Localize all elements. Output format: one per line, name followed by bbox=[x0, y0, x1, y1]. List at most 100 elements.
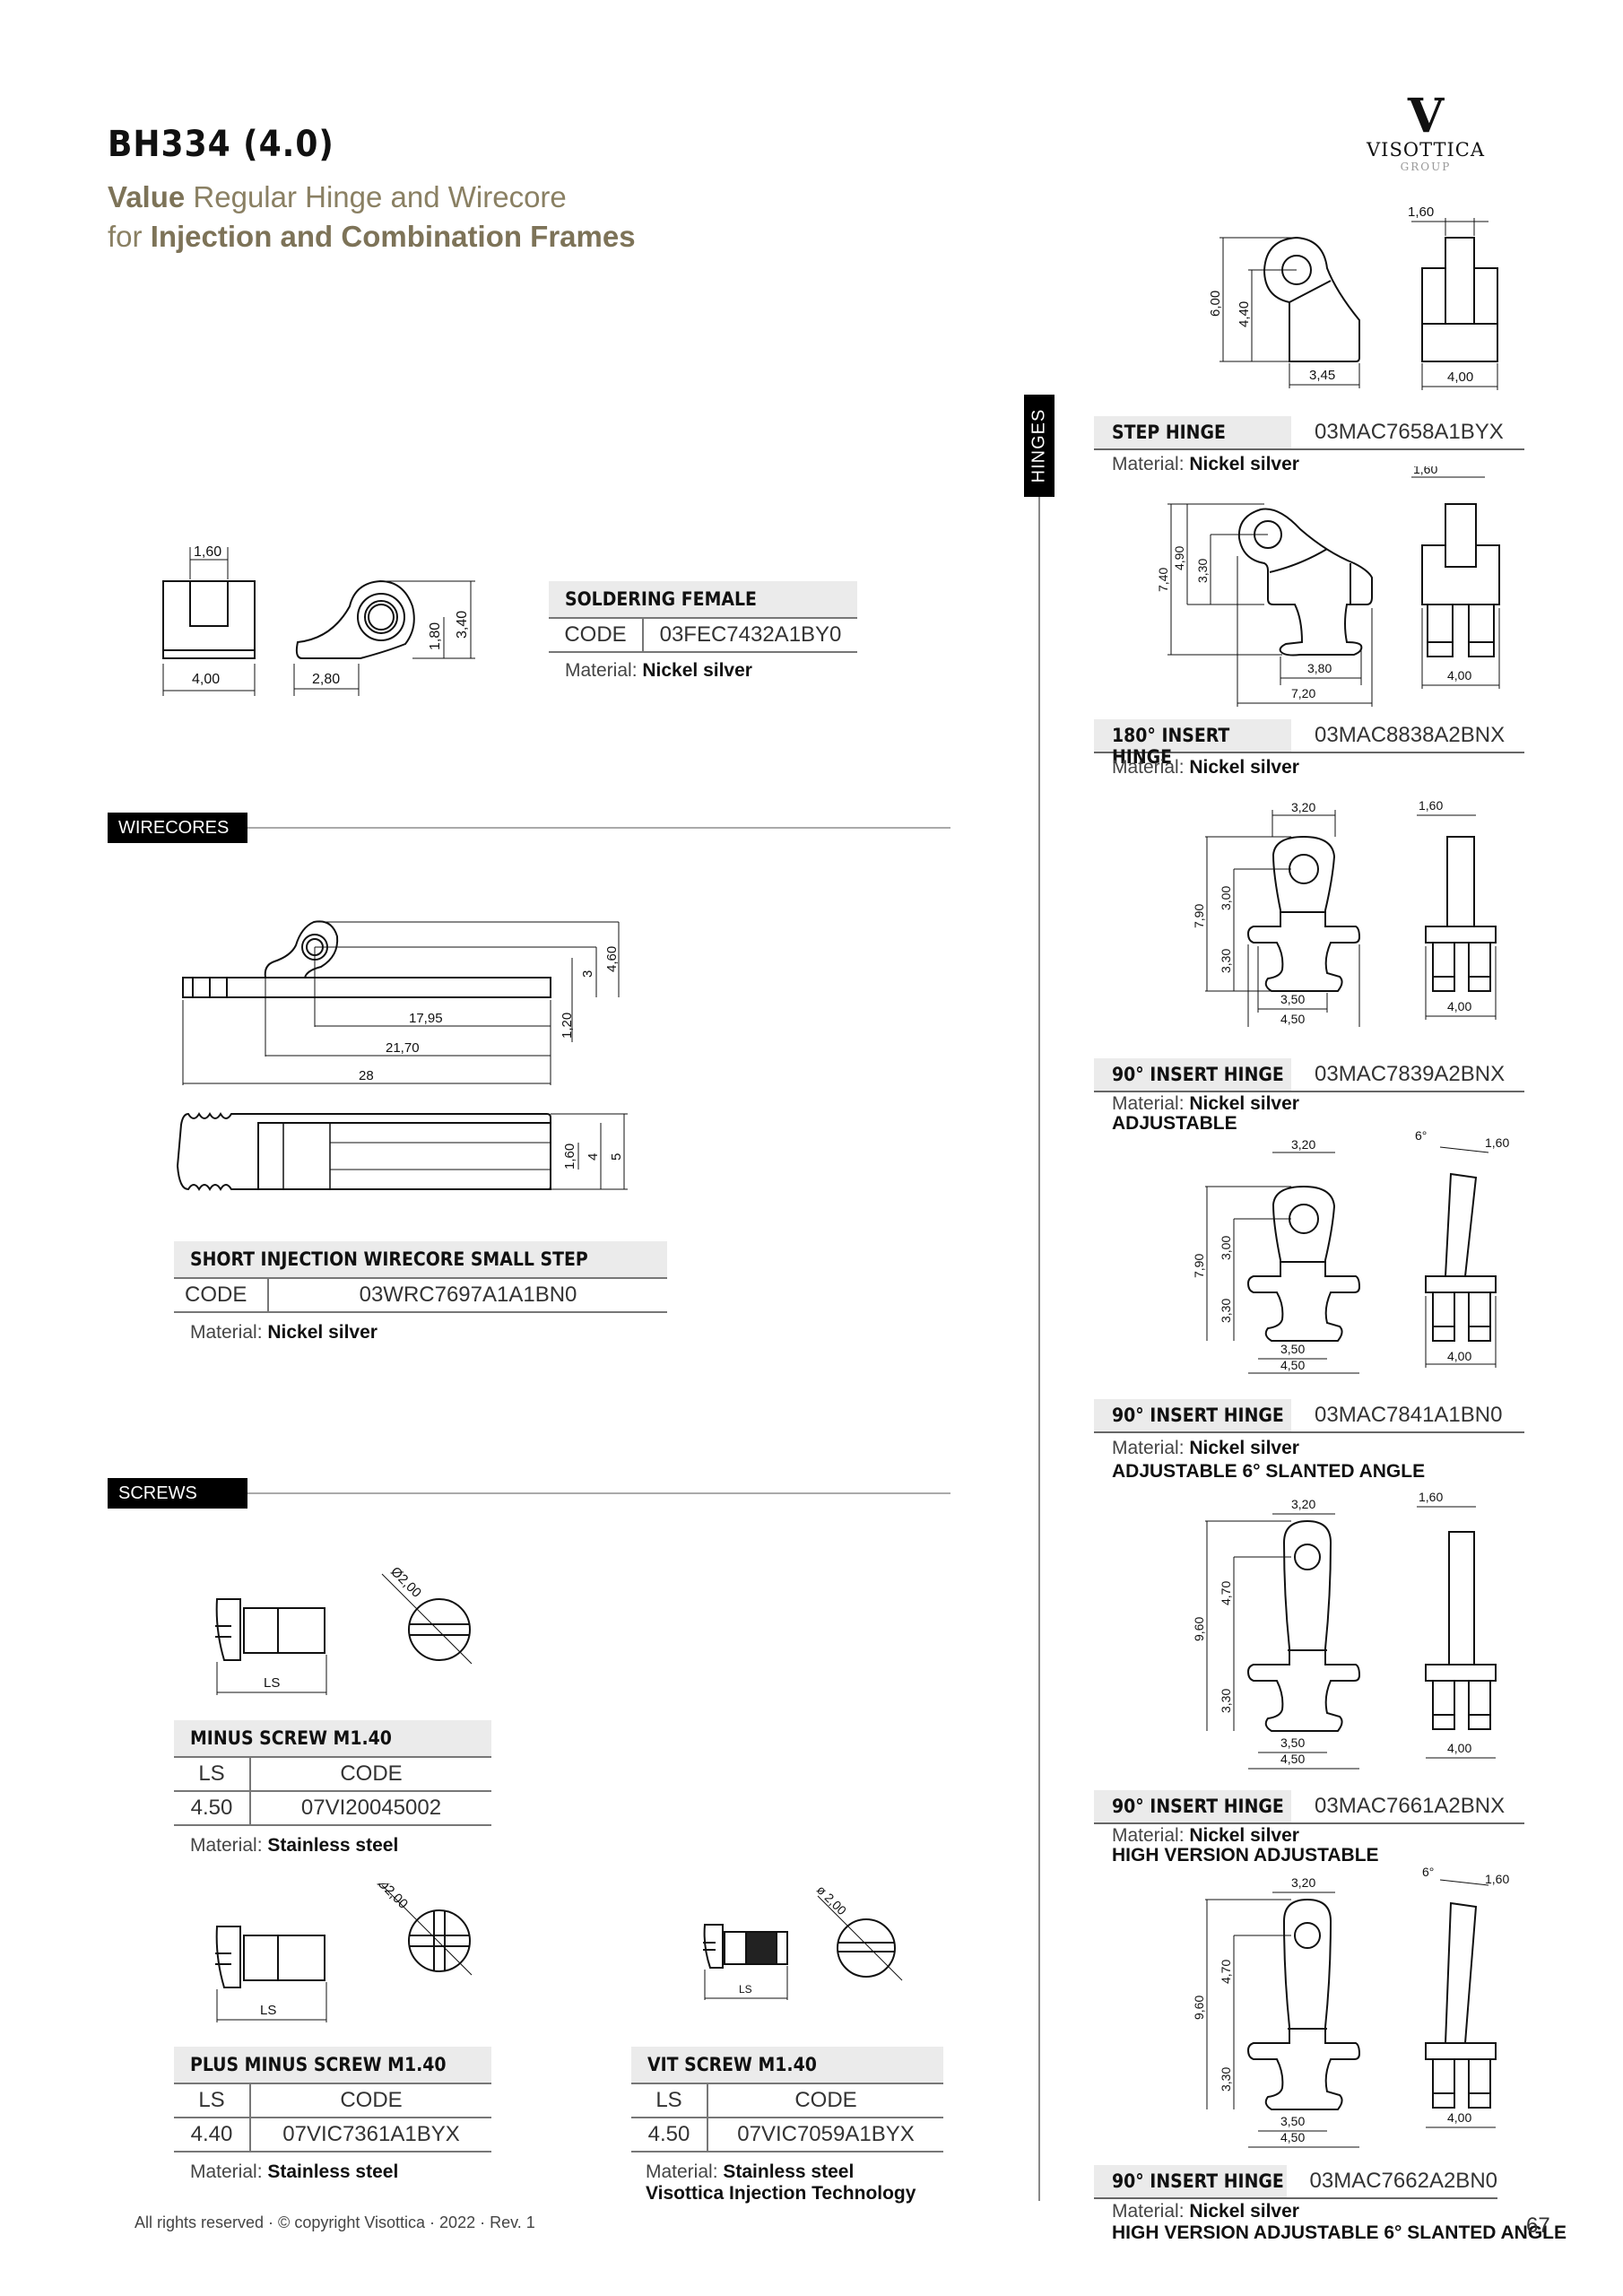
vit-screw-material: Material: Stainless steel Visottica Inje… bbox=[646, 2161, 916, 2204]
hinge-material: Material: Nickel silver ADJUSTABLE 6° SL… bbox=[1094, 1433, 1524, 1483]
page-title: BH334 (4.0) bbox=[108, 124, 334, 165]
soldering-female-name: SOLDERING FEMALE bbox=[549, 581, 857, 619]
screw-code: 07VIC7361A1BYX bbox=[250, 2118, 491, 2152]
hinge-material: Material: Nickel silver ADJUSTABLE bbox=[1094, 1092, 1524, 1134]
svg-text:1,60: 1,60 bbox=[1408, 204, 1434, 220]
vit-screw-note: Visottica Injection Technology bbox=[646, 2183, 916, 2204]
hinge-name: 180° INSERT HINGE bbox=[1094, 719, 1291, 768]
180-insert-hinge-drawing: 7,40 4,90 3,30 3,80 7,20 1,60 4,00 bbox=[1156, 466, 1500, 707]
hinge-code: 03MAC7661A2BNX bbox=[1315, 1794, 1506, 1818]
svg-text:6°: 6° bbox=[1422, 1867, 1434, 1879]
section-wirecores: WIRECORES bbox=[108, 813, 247, 843]
svg-text:Ø2,00: Ø2,00 bbox=[374, 1883, 411, 1912]
svg-text:LS: LS bbox=[739, 1983, 752, 1996]
svg-text:4,70: 4,70 bbox=[1219, 1581, 1233, 1605]
svg-text:Ø2,00: Ø2,00 bbox=[387, 1564, 424, 1601]
svg-text:3,20: 3,20 bbox=[1291, 1137, 1315, 1152]
svg-text:ø 2,00: ø 2,00 bbox=[814, 1883, 850, 1918]
page-subtitle: Value Regular Hinge and Wirecore for Inj… bbox=[108, 178, 636, 257]
svg-text:LS: LS bbox=[260, 2003, 276, 2018]
90-insert-hinge-high-slanted-drawing: 3,20 9,60 4,70 3,30 3,50 4,50 6° 1,60 4,… bbox=[1192, 1867, 1509, 2148]
screw-name: VIT SCREW M1.40 bbox=[631, 2047, 943, 2084]
svg-text:4,90: 4,90 bbox=[1172, 546, 1186, 570]
svg-text:4,40: 4,40 bbox=[1237, 301, 1252, 327]
svg-text:5: 5 bbox=[609, 1153, 624, 1161]
svg-text:1,60: 1,60 bbox=[1413, 466, 1437, 476]
soldering-female-table: SOLDERING FEMALE CODE 03FEC7432A1BY0 bbox=[549, 581, 857, 653]
svg-text:17,95: 17,95 bbox=[409, 1011, 443, 1026]
step-hinge-drawing: 6,00 4,40 3,45 1,60 4,00 bbox=[1208, 204, 1498, 390]
hinge-code: 03MAC7658A1BYX bbox=[1315, 420, 1504, 444]
svg-text:LS: LS bbox=[264, 1675, 280, 1691]
screw-name: MINUS SCREW M1.40 bbox=[174, 1720, 491, 1758]
svg-text:21,70: 21,70 bbox=[386, 1040, 420, 1056]
section-divider bbox=[247, 827, 950, 829]
hinge-note: ADJUSTABLE bbox=[1112, 1113, 1237, 1134]
hinge-code: 03MAC7839A2BNX bbox=[1315, 1062, 1506, 1086]
svg-text:3,00: 3,00 bbox=[1219, 886, 1233, 910]
svg-text:3,30: 3,30 bbox=[1195, 559, 1210, 583]
hinge-code: 03MAC7841A1BN0 bbox=[1315, 1403, 1503, 1427]
svg-text:9,60: 9,60 bbox=[1192, 1617, 1206, 1641]
wirecore-table: SHORT INJECTION WIRECORE SMALL STEP CODE… bbox=[174, 1241, 667, 1313]
svg-text:7,90: 7,90 bbox=[1192, 1254, 1206, 1278]
hinge-entry: 90° INSERT HINGE 03MAC7839A2BNX Material:… bbox=[1094, 1058, 1524, 1134]
svg-text:7,90: 7,90 bbox=[1192, 904, 1206, 928]
footer-copyright: All rights reserved · © copyright Visott… bbox=[135, 2213, 535, 2231]
section-hinges: HINGES bbox=[1024, 395, 1055, 497]
90-insert-hinge-slanted-drawing: 3,20 7,90 3,00 3,30 3,50 4,50 6° 1,60 4,… bbox=[1192, 1128, 1509, 1374]
svg-text:4,00: 4,00 bbox=[1447, 1349, 1471, 1363]
subtitle-for: for bbox=[108, 220, 151, 253]
svg-text:9,60: 9,60 bbox=[1192, 1996, 1206, 2020]
90-insert-hinge-drawing: 3,20 7,90 3,00 3,30 3,50 4,50 1,60 4,00 bbox=[1192, 798, 1497, 1027]
svg-text:4,50: 4,50 bbox=[1280, 2130, 1305, 2144]
svg-text:4,00: 4,00 bbox=[1447, 2110, 1471, 2125]
minus-screw-drawing: LS Ø2,00 bbox=[215, 1564, 473, 1695]
svg-text:3,80: 3,80 bbox=[1307, 661, 1332, 675]
svg-text:28: 28 bbox=[359, 1068, 374, 1083]
svg-text:3,00: 3,00 bbox=[1219, 1236, 1233, 1260]
svg-text:1,60: 1,60 bbox=[194, 544, 221, 560]
svg-text:1,60: 1,60 bbox=[1485, 1872, 1509, 1886]
hinge-name: 90° INSERT HINGE bbox=[1094, 1058, 1291, 1091]
svg-text:3,30: 3,30 bbox=[1219, 1299, 1233, 1323]
subtitle-value: Value bbox=[108, 180, 186, 213]
svg-text:3,50: 3,50 bbox=[1280, 1735, 1305, 1750]
svg-text:3: 3 bbox=[580, 970, 595, 978]
svg-text:1,80: 1,80 bbox=[428, 622, 443, 650]
wirecore-code: 03WRC7697A1A1BN0 bbox=[268, 1278, 667, 1313]
svg-text:1,60: 1,60 bbox=[1485, 1135, 1509, 1150]
svg-text:4,00: 4,00 bbox=[1447, 370, 1473, 385]
svg-text:1,60: 1,60 bbox=[562, 1144, 577, 1170]
visottica-logo: V VISOTTICA GROUP bbox=[1363, 93, 1488, 174]
wirecore-name: SHORT INJECTION WIRECORE SMALL STEP bbox=[174, 1241, 667, 1279]
code-label: CODE bbox=[174, 1278, 269, 1313]
hinge-note: HIGH VERSION ADJUSTABLE 6° SLANTED ANGLE bbox=[1112, 2222, 1567, 2243]
soldering-female-material: Material: Nickel silver bbox=[565, 660, 752, 681]
90-insert-hinge-high-drawing: 3,20 9,60 4,70 3,30 3,50 4,50 1,60 4,00 bbox=[1192, 1490, 1497, 1770]
svg-text:4,50: 4,50 bbox=[1280, 1012, 1305, 1026]
logo-group: GROUP bbox=[1400, 161, 1452, 173]
minus-screw-material: Material: Stainless steel bbox=[190, 1835, 399, 1856]
screw-ls: 4.50 bbox=[631, 2118, 708, 2152]
hinge-code: 03MAC7662A2BN0 bbox=[1309, 2169, 1497, 2193]
plus-minus-screw-drawing: LS Ø2,00 bbox=[215, 1883, 473, 2022]
vit-screw-drawing: LS ø 2,00 bbox=[703, 1883, 903, 2000]
screw-name: PLUS MINUS SCREW M1.40 bbox=[174, 2047, 491, 2084]
hinge-note: HIGH VERSION ADJUSTABLE bbox=[1112, 1845, 1379, 1866]
soldering-female-code: 03FEC7432A1BY0 bbox=[643, 618, 857, 653]
code-label: CODE bbox=[549, 618, 644, 653]
svg-text:4,00: 4,00 bbox=[1447, 999, 1471, 1013]
svg-text:3,50: 3,50 bbox=[1280, 992, 1305, 1006]
plus-minus-screw-material: Material: Stainless steel bbox=[190, 2161, 399, 2182]
svg-text:7,40: 7,40 bbox=[1156, 568, 1170, 592]
hinge-note: ADJUSTABLE 6° SLANTED ANGLE bbox=[1112, 1461, 1426, 1482]
screw-ls: 4.50 bbox=[174, 1791, 251, 1826]
